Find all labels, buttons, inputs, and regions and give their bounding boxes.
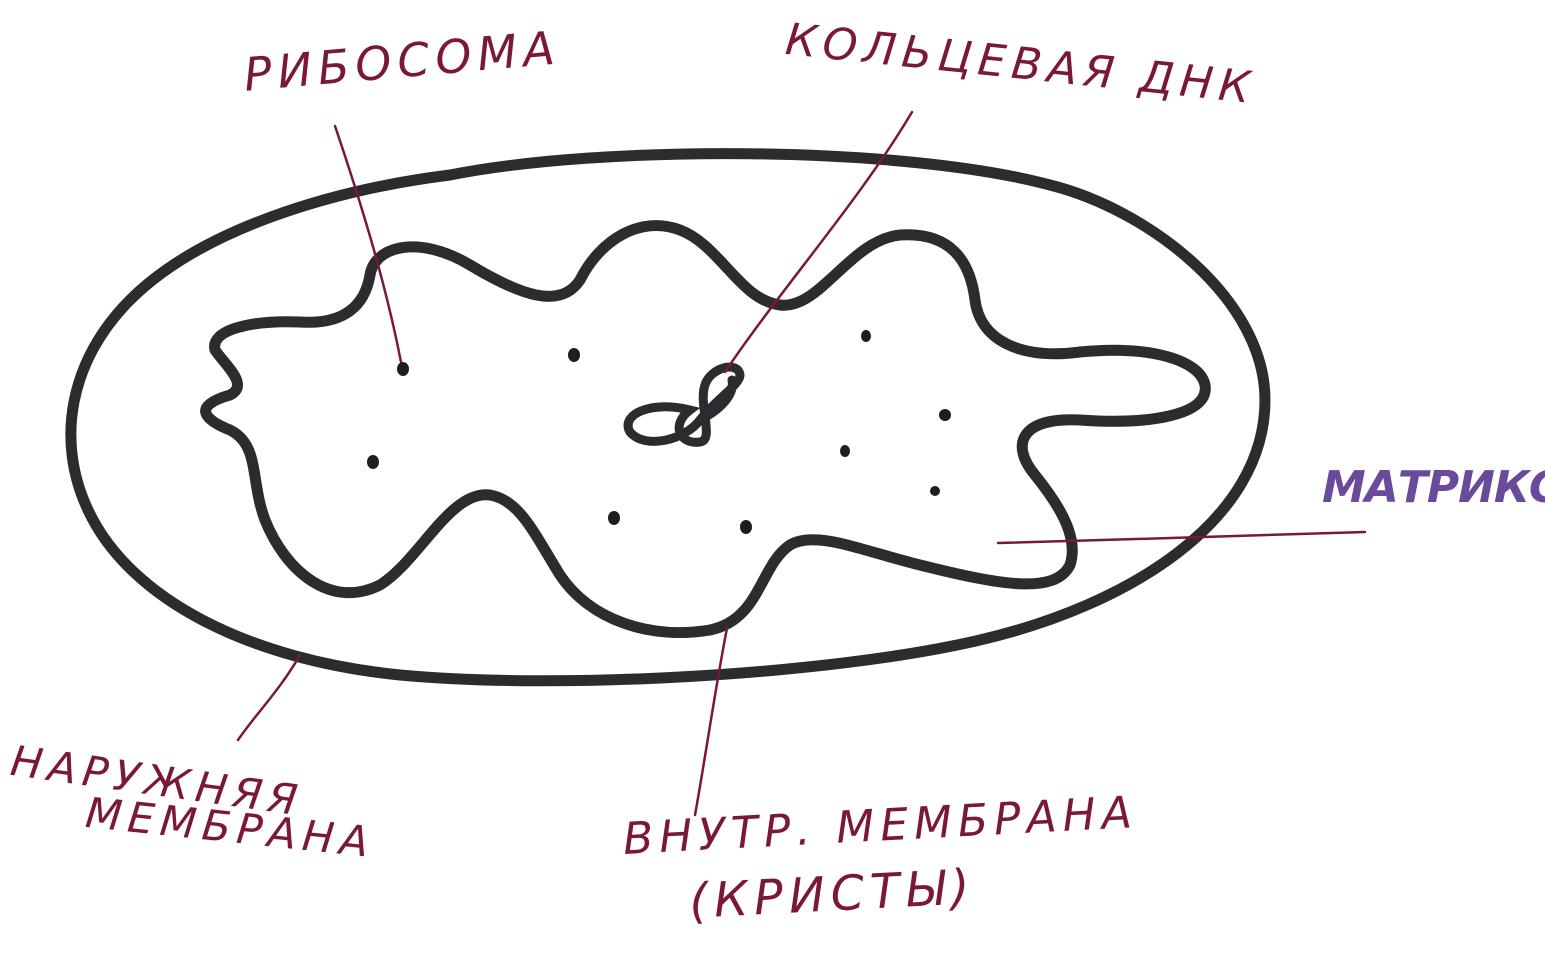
label-matrix: МАТРИКС [1322,466,1545,510]
circular-dna-icon [628,367,740,442]
leader-line-matrix [998,532,1365,543]
ribosome-dot [568,348,580,362]
ribosome-dot [367,455,379,469]
ribosome-dot [930,486,940,496]
leader-line-inner-membrane [695,628,727,815]
ribosome-dot [840,445,850,457]
ribosome-dot [861,330,871,342]
ribosome-dot [397,362,409,376]
leader-line-ribosome [335,126,401,362]
ribosome-dot [608,511,620,525]
label-inner-membrane-line2: (КРИСТЫ) [688,863,977,926]
ribosome-dot [939,409,951,421]
ribosome-dot [740,520,752,534]
leader-line-outer-membrane [238,655,300,740]
